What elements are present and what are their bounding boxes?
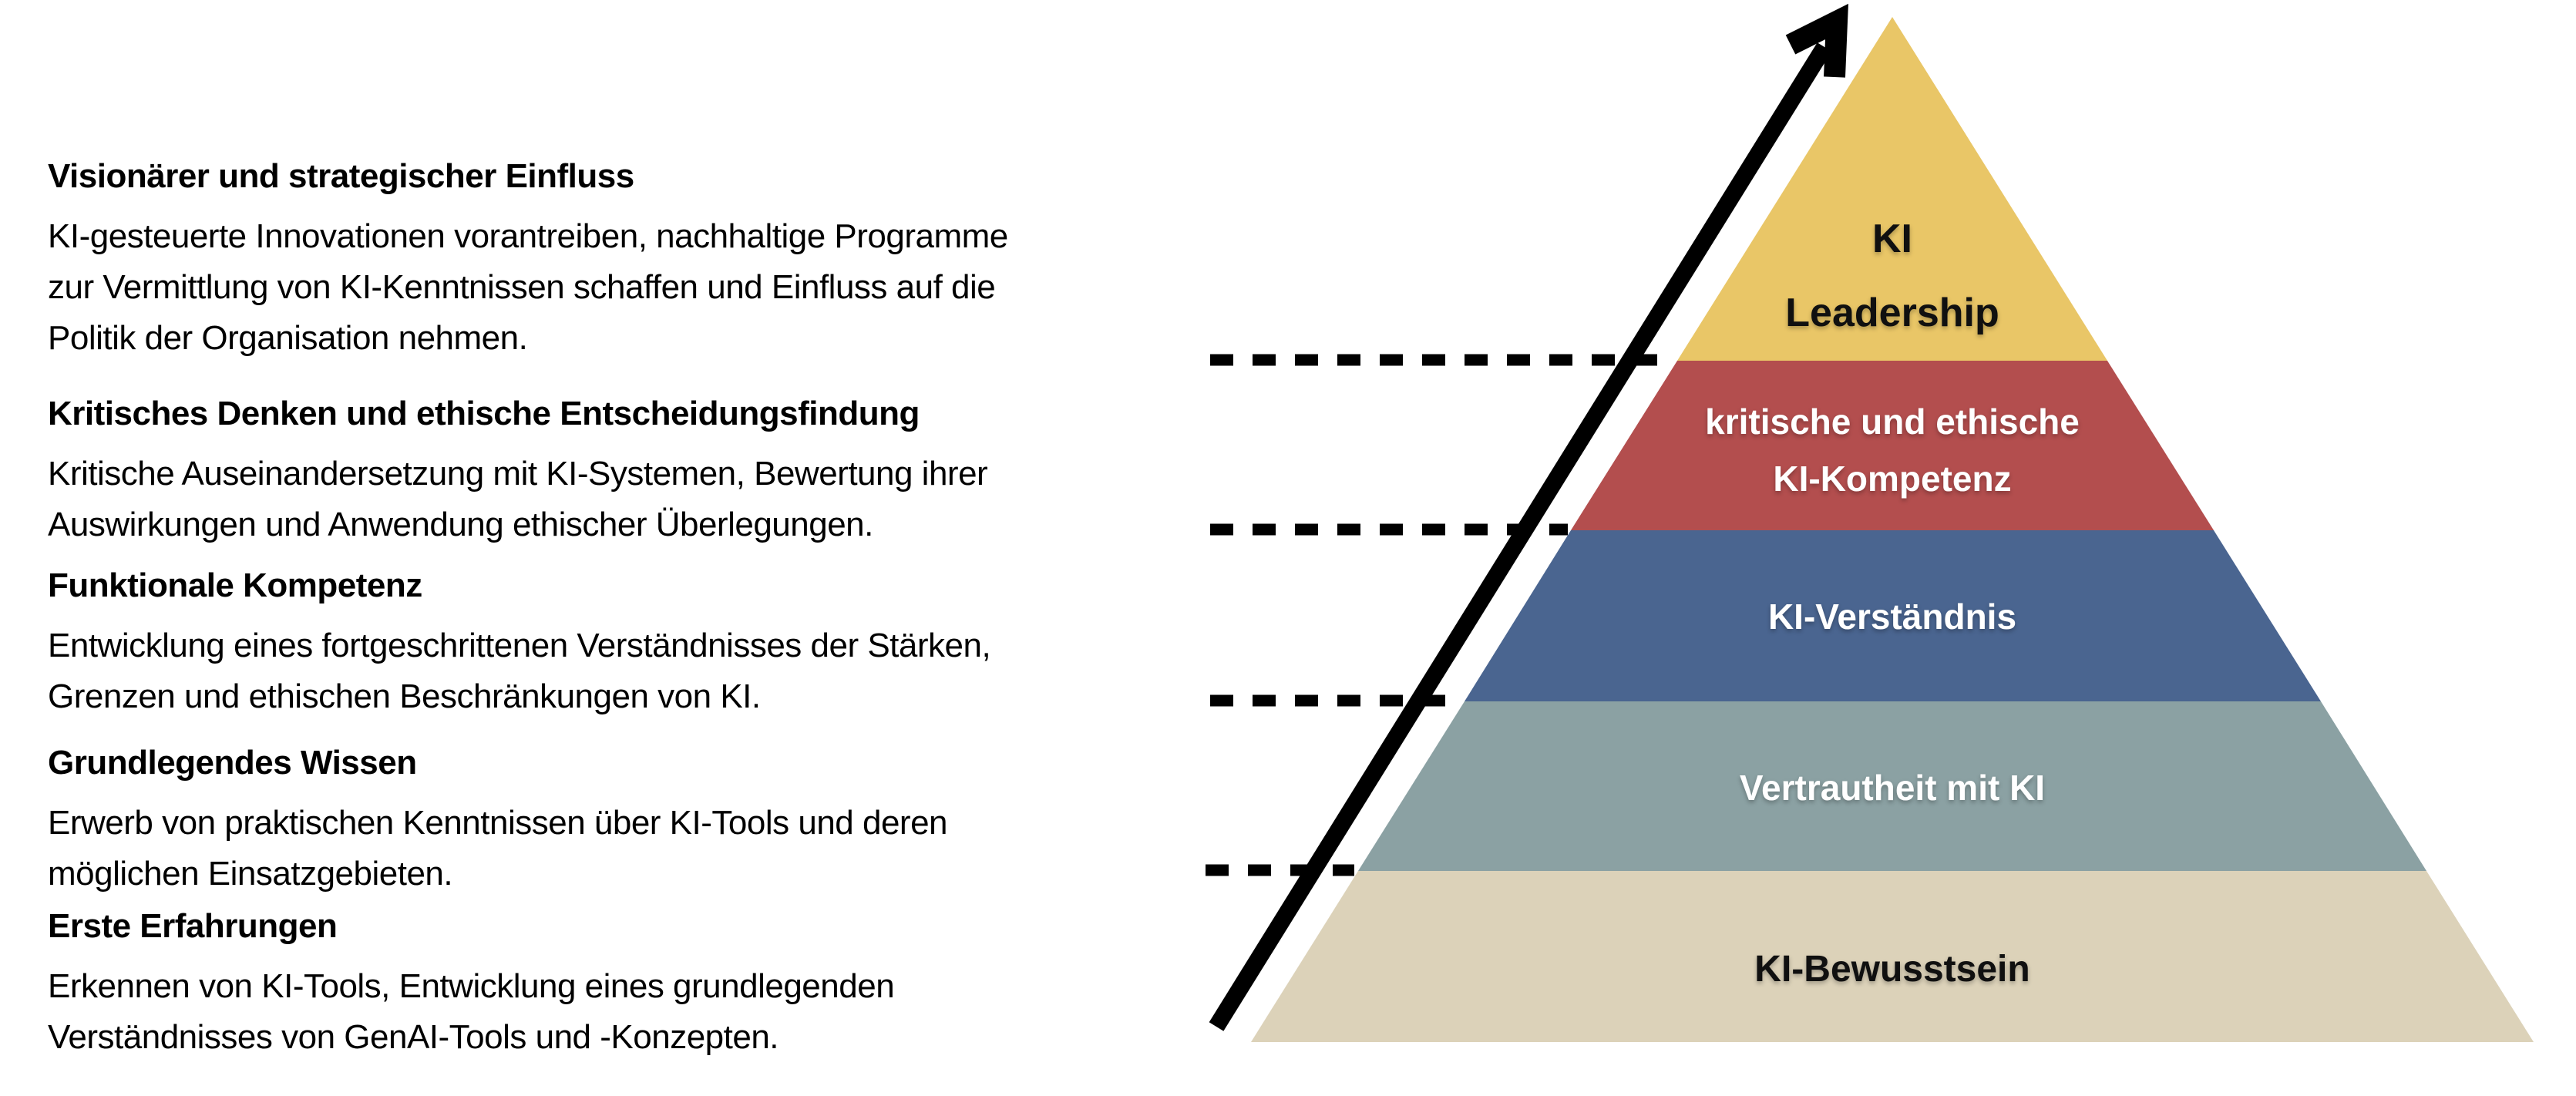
description-body: Erkennen von KI-Tools, Entwicklung eines… xyxy=(48,967,895,1056)
description-body: Kritische Auseinandersetzung mit KI-Syst… xyxy=(48,455,988,543)
description-block-grundlegendes-wissen: Grundlegendes Wissen Erwerb von praktisc… xyxy=(48,738,948,899)
pyramid-label-kritische-und-ethische-ki-kompetenz: kritische und ethische KI-Kompetenz xyxy=(1705,402,2080,499)
description-body: KI-gesteuerte Innovationen vorantreiben,… xyxy=(48,217,1008,357)
description-block-funktionale-kompetenz: Funktionale Kompetenz Entwicklung eines … xyxy=(48,560,991,722)
description-title: Funktionale Kompetenz xyxy=(48,566,422,604)
pyramid-label-ki-leadership: KI Leadership xyxy=(1785,217,1999,335)
description-title: Visionärer und strategischer Einfluss xyxy=(48,157,634,195)
description-block-kritisches-denken: Kritisches Denken und ethische Entscheid… xyxy=(48,388,988,550)
growth-arrow-shaft xyxy=(1209,42,1832,1031)
pyramid-label-ki-bewusstsein: KI-Bewusstsein xyxy=(1754,949,2030,990)
description-title: Grundlegendes Wissen xyxy=(48,744,417,782)
pyramid-level-ki-verstaendnis xyxy=(1465,530,2321,701)
pyramid-level-kritische-und-ethische-ki-kompetenz xyxy=(1571,361,2214,530)
pyramid-level-vertrautheit-mit-ki xyxy=(1358,701,2426,871)
pyramid-label-vertrautheit-mit-ki: Vertrautheit mit KI xyxy=(1739,768,2046,808)
description-body: Erwerb von praktischen Kenntnissen über … xyxy=(48,804,948,893)
growth-arrow-head-icon xyxy=(1785,3,1848,78)
description-title: Kritisches Denken und ethische Entscheid… xyxy=(48,395,920,432)
pyramid-label-ki-verstaendnis: KI-Verständnis xyxy=(1767,597,2017,637)
description-title: Erste Erfahrungen xyxy=(48,907,338,945)
description-body: Entwicklung eines fortgeschrittenen Vers… xyxy=(48,627,991,715)
pyramid-level-ki-bewusstsein xyxy=(1251,871,2534,1042)
description-block-visionaerer-einfluss: Visionärer und strategischer Einfluss KI… xyxy=(48,151,1008,364)
description-block-erste-erfahrungen: Erste Erfahrungen Erkennen von KI-Tools,… xyxy=(48,901,895,1063)
pyramid-level-ki-leadership xyxy=(1677,17,2107,361)
